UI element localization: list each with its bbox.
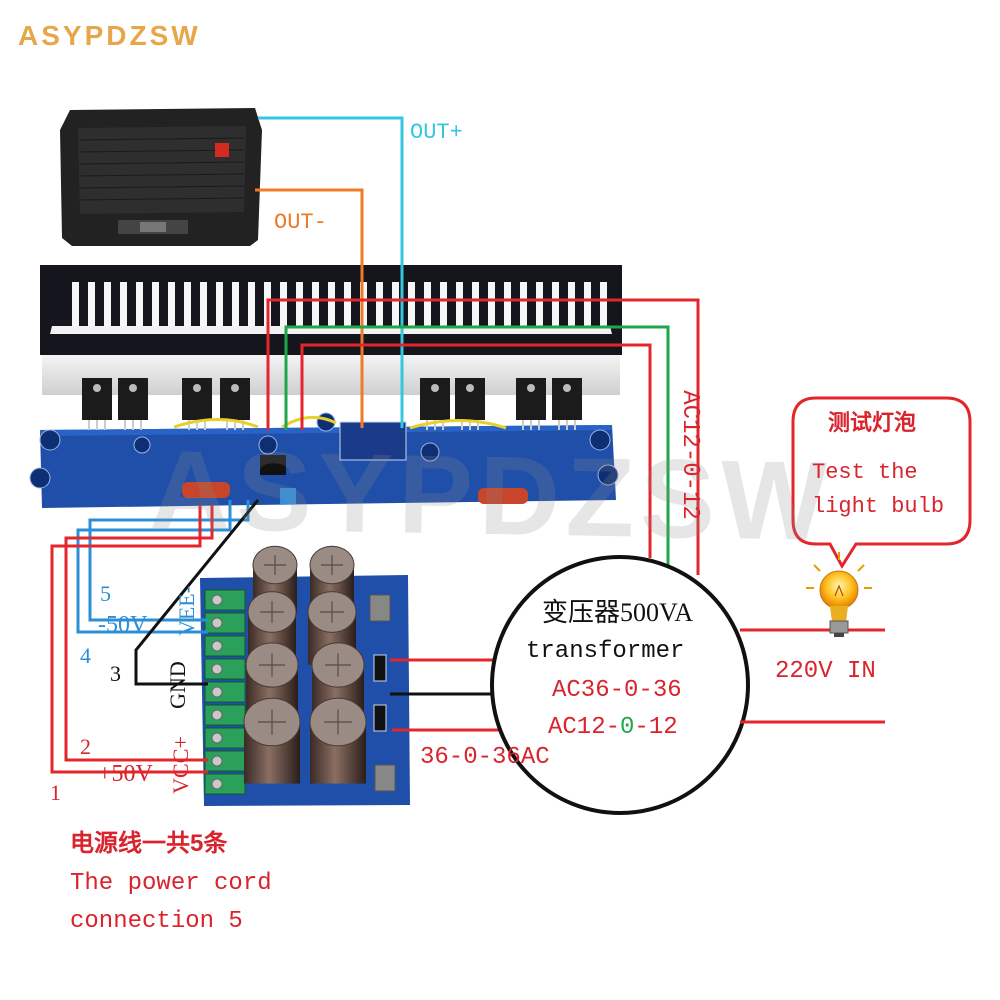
heatsink-fin [440,282,447,326]
heatsink-fin [584,282,591,326]
terminal-block [204,635,246,657]
heatsink-fin [296,282,303,326]
heatsink-fin [568,282,575,326]
label-out-minus: OUT- [274,210,327,235]
watermark: ASYPDZSW [148,427,834,564]
light-bulb-icon [806,552,872,637]
heatsink-fin [168,282,175,326]
heatsink-fin [328,282,335,326]
footer-cn: 电源线一共5条 [70,830,228,857]
label-gnd: GND [165,661,190,709]
wire-ac12-green [284,325,670,567]
label-wire-3: 3 [110,661,121,686]
transformer-circle [490,555,750,815]
callout-cn: 测试灯泡 [828,410,917,435]
heatsink-fin [344,282,351,326]
heatsink-fin [312,282,319,326]
heatsink-fin [408,282,415,326]
label-vcc: VCC+ [168,736,193,794]
heatsink-fin [248,282,255,326]
heatsink-fin [536,282,543,326]
heatsink-fin [424,282,431,326]
label-mains-220v-in: 220V IN [775,658,876,685]
label-plus-50v: +50V [98,761,153,787]
terminal-block [204,773,246,795]
terminal-block [204,750,246,772]
heatsink-fin [72,282,79,326]
wire-ac12-red-inner [300,343,652,558]
speaker [60,108,262,246]
callout-line2: light bulb [812,494,945,519]
heatsink-fin [184,282,191,326]
heatsink-fin [392,282,399,326]
label-vee: VEE- [174,585,199,637]
heatsink-fin [88,282,95,326]
wire-out-plus [258,116,404,428]
label-minus-50v: -50V [98,612,148,638]
heatsink-fin [280,282,287,326]
wire-vcc-red-1 [50,505,208,774]
heatsink [40,265,622,395]
wire-vcc-red-2 [64,505,214,762]
label-secondary-36-0-36ac: 36-0-36AC [420,744,550,771]
transformer-title: 变压器500VA [542,598,694,627]
heatsink-fin [152,282,159,326]
transformer-ac12-left: AC12- [548,714,621,741]
wire-vee-blue-4 [76,500,232,634]
label-wire-4: 4 [80,643,91,668]
heatsink-fin [488,282,495,326]
heatsink-fin [504,282,511,326]
terminal-block [204,681,246,703]
callout-line1: Test the [812,460,918,485]
transformer-ac12-right: -12 [634,714,678,741]
heatsink-fin [600,282,607,326]
heatsink-fin [520,282,527,326]
speaker-logo-badge [215,143,229,157]
label-wire-5: 5 [100,581,111,606]
transformer-ac12: AC12-0-12 [548,716,678,740]
wire-ac12-red-outer [266,298,700,575]
wire-gnd-black-3 [134,499,260,686]
terminal-block [204,727,246,749]
heatsink-fin [104,282,111,326]
terminal-block [204,658,246,680]
label-out-plus: OUT+ [410,120,463,145]
terminal-block [204,612,246,634]
power-supply-board [200,545,410,806]
heatsink-fin [216,282,223,326]
terminal-block [204,589,246,611]
heatsink-fin [120,282,127,326]
brand-logo: ASYPDZSW [18,20,201,51]
heatsink-fin [136,282,143,326]
label-wire-2: 2 [80,734,91,759]
transformer-ac36: AC36-0-36 [552,677,682,704]
footer-line1: The power cord [70,870,272,897]
footer-line2: connection 5 [70,908,243,935]
transformer-subtitle: transformer [526,638,685,665]
amplifier-board [29,378,619,508]
transformer-ac12-center: 0 [620,714,635,741]
heatsink-fin [200,282,207,326]
bulb-callout-bubble [791,396,972,569]
label-wire-1: 1 [50,780,61,805]
heatsink-fin [232,282,239,326]
heatsink-fin [472,282,479,326]
terminal-block [204,704,246,726]
label-ac12-vertical: AC12-0-12 [676,390,703,520]
heatsink-fin [552,282,559,326]
wire-out-minus [255,188,364,428]
heatsink-fin [376,282,383,326]
heatsink-fin [456,282,463,326]
